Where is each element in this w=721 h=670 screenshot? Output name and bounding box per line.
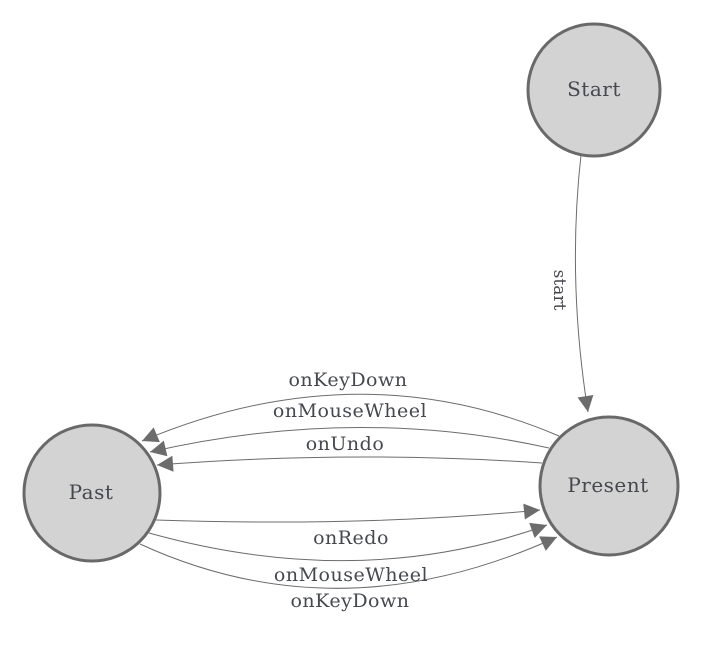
edge-start-to-present[interactable]	[574, 154, 594, 413]
edge-past-to-present-onmousewheel[interactable]	[148, 522, 548, 562]
edge-present-to-past-onundo[interactable]	[156, 455, 543, 472]
edge-present-to-past-onmousewheel[interactable]	[149, 426, 550, 457]
edge-label-start: start	[549, 270, 569, 311]
node-start[interactable]: Start	[526, 22, 662, 158]
edge-label-onkeydown-lower: onKeyDown	[290, 590, 409, 612]
node-past-label: Past	[69, 480, 114, 504]
edge-label-onmousewheel-lower: onMouseWheel	[274, 564, 428, 586]
edge-label-onredo: onRedo	[313, 527, 389, 549]
node-start-circle[interactable]	[526, 22, 662, 158]
node-present-label: Present	[567, 473, 648, 497]
edge-past-to-present-onkeydown[interactable]	[139, 536, 558, 589]
node-present-circle[interactable]	[538, 415, 680, 557]
edge-label-onmousewheel-upper: onMouseWheel	[273, 400, 427, 422]
edge-past-to-present-onredo[interactable]	[155, 503, 541, 523]
node-start-label: Start	[567, 77, 621, 101]
node-past[interactable]: Past	[22, 423, 162, 563]
edge-label-onundo: onUndo	[306, 433, 385, 455]
node-past-circle[interactable]	[22, 423, 162, 563]
edge-label-onkeydown-upper: onKeyDown	[288, 369, 407, 391]
edge-present-to-past-onkeydown[interactable]	[141, 393, 560, 443]
node-present[interactable]: Present	[538, 415, 680, 557]
